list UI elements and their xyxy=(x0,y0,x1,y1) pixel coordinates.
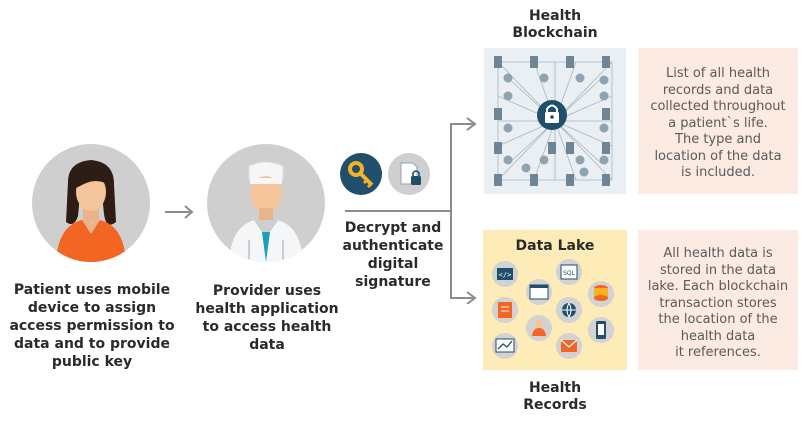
caption-line: Provider uses xyxy=(212,283,322,299)
description-line: transaction stores xyxy=(659,295,777,311)
caption-line: signature xyxy=(355,274,431,290)
caption-line: Decrypt and xyxy=(344,220,442,236)
data-lake-icons: </> SQL xyxy=(492,259,614,359)
branch-connector xyxy=(345,117,477,304)
data-lake-box: Data Lake </> SQL xyxy=(483,230,627,370)
svg-text:</>: </> xyxy=(499,271,512,279)
person-icon xyxy=(56,160,126,262)
caption-line: device to assign xyxy=(27,300,157,316)
svg-text:SQL: SQL xyxy=(563,270,576,277)
description-line: collected throughout xyxy=(650,99,786,114)
description-line: records and data xyxy=(662,82,774,98)
user-icon xyxy=(532,320,546,336)
data-lake-title: Data Lake xyxy=(515,238,595,254)
title-line: Health xyxy=(528,8,582,24)
data-lake-description-box xyxy=(638,230,798,370)
provider-caption: Provider uses health application to acce… xyxy=(192,282,342,354)
description-line: The type and xyxy=(675,132,761,147)
key-badge xyxy=(340,153,382,195)
sql-icon: SQL xyxy=(560,264,578,280)
description-line: lake. Each blockchain xyxy=(647,279,789,294)
title-line: Blockchain xyxy=(512,25,598,41)
patient-avatar xyxy=(32,144,150,262)
health-records-title: Health Records xyxy=(483,380,627,414)
globe-icon xyxy=(562,302,576,319)
database-icon xyxy=(594,285,608,301)
description-line: List of all health xyxy=(666,66,770,81)
patient-caption: Patient uses mobile device to assign acc… xyxy=(6,281,178,371)
caption-line: Patient uses mobile xyxy=(13,282,171,298)
provider-avatar xyxy=(207,144,325,262)
code-icon: </> xyxy=(497,268,513,280)
description-line: stored in the data xyxy=(660,262,776,278)
description-line: it references. xyxy=(675,345,761,360)
caption-line: authenticate xyxy=(342,238,444,254)
blockchain-title: Health Blockchain xyxy=(484,8,626,42)
blockchain-description-box xyxy=(638,48,798,194)
caption-line: data xyxy=(249,337,285,353)
mobile-icon xyxy=(596,321,606,339)
key-icon xyxy=(348,161,374,189)
caption-line: to access health xyxy=(202,319,332,335)
blockchain-network xyxy=(484,48,626,194)
description-line: a patient`s life. xyxy=(668,115,768,131)
description-line: the location of the xyxy=(658,312,778,327)
caption-line: public key xyxy=(51,354,133,370)
doctor-icon xyxy=(229,161,303,262)
caption-line: digital xyxy=(367,256,419,272)
decrypt-caption: Decrypt and authenticate digital signatu… xyxy=(338,219,448,291)
data-lake-description: All health data is stored in the data la… xyxy=(638,246,798,362)
caption-line: access permission to xyxy=(9,318,175,334)
arrow-right-icon xyxy=(165,205,194,219)
blockchain-description: List of all health records and data coll… xyxy=(638,66,798,182)
book-icon xyxy=(498,302,512,318)
document-lock-badge xyxy=(388,153,430,195)
document-lock-icon xyxy=(400,162,421,185)
caption-line: data and to provide xyxy=(14,336,170,352)
chart-icon xyxy=(495,338,515,353)
network-diagram xyxy=(494,56,613,186)
caption-line: health application xyxy=(195,301,339,317)
description-line: health data xyxy=(680,328,756,344)
description-line: location of the data xyxy=(654,148,782,164)
description-line: All health data is xyxy=(663,246,773,261)
title-line: Health xyxy=(528,380,582,396)
description-line: is included. xyxy=(680,165,755,180)
browser-icon xyxy=(529,284,549,300)
mail-icon xyxy=(560,339,578,352)
title-line: Records xyxy=(523,397,587,413)
